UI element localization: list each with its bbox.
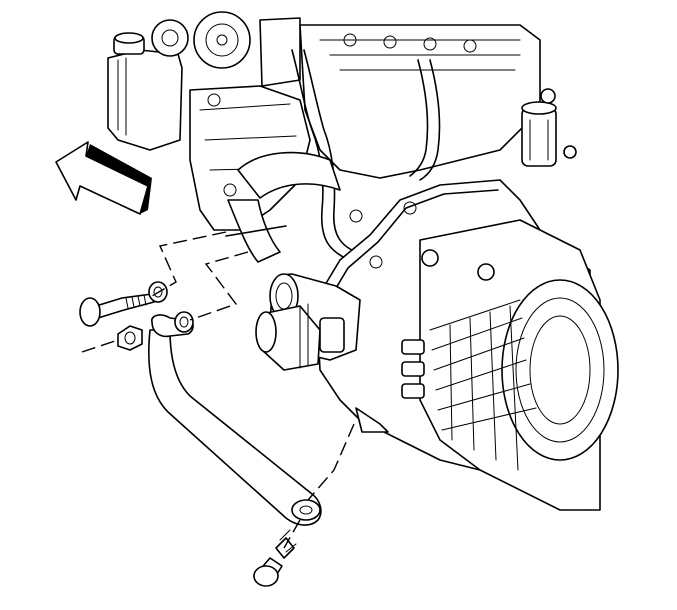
lower-bolt — [253, 529, 297, 587]
starter-motor — [255, 273, 361, 371]
assembly-lines — [81, 225, 355, 549]
front-direction-arrow-icon — [55, 141, 152, 215]
nut — [117, 325, 143, 351]
engine-block — [107, 11, 577, 263]
transmission — [317, 179, 619, 511]
upper-bolt — [79, 293, 155, 327]
